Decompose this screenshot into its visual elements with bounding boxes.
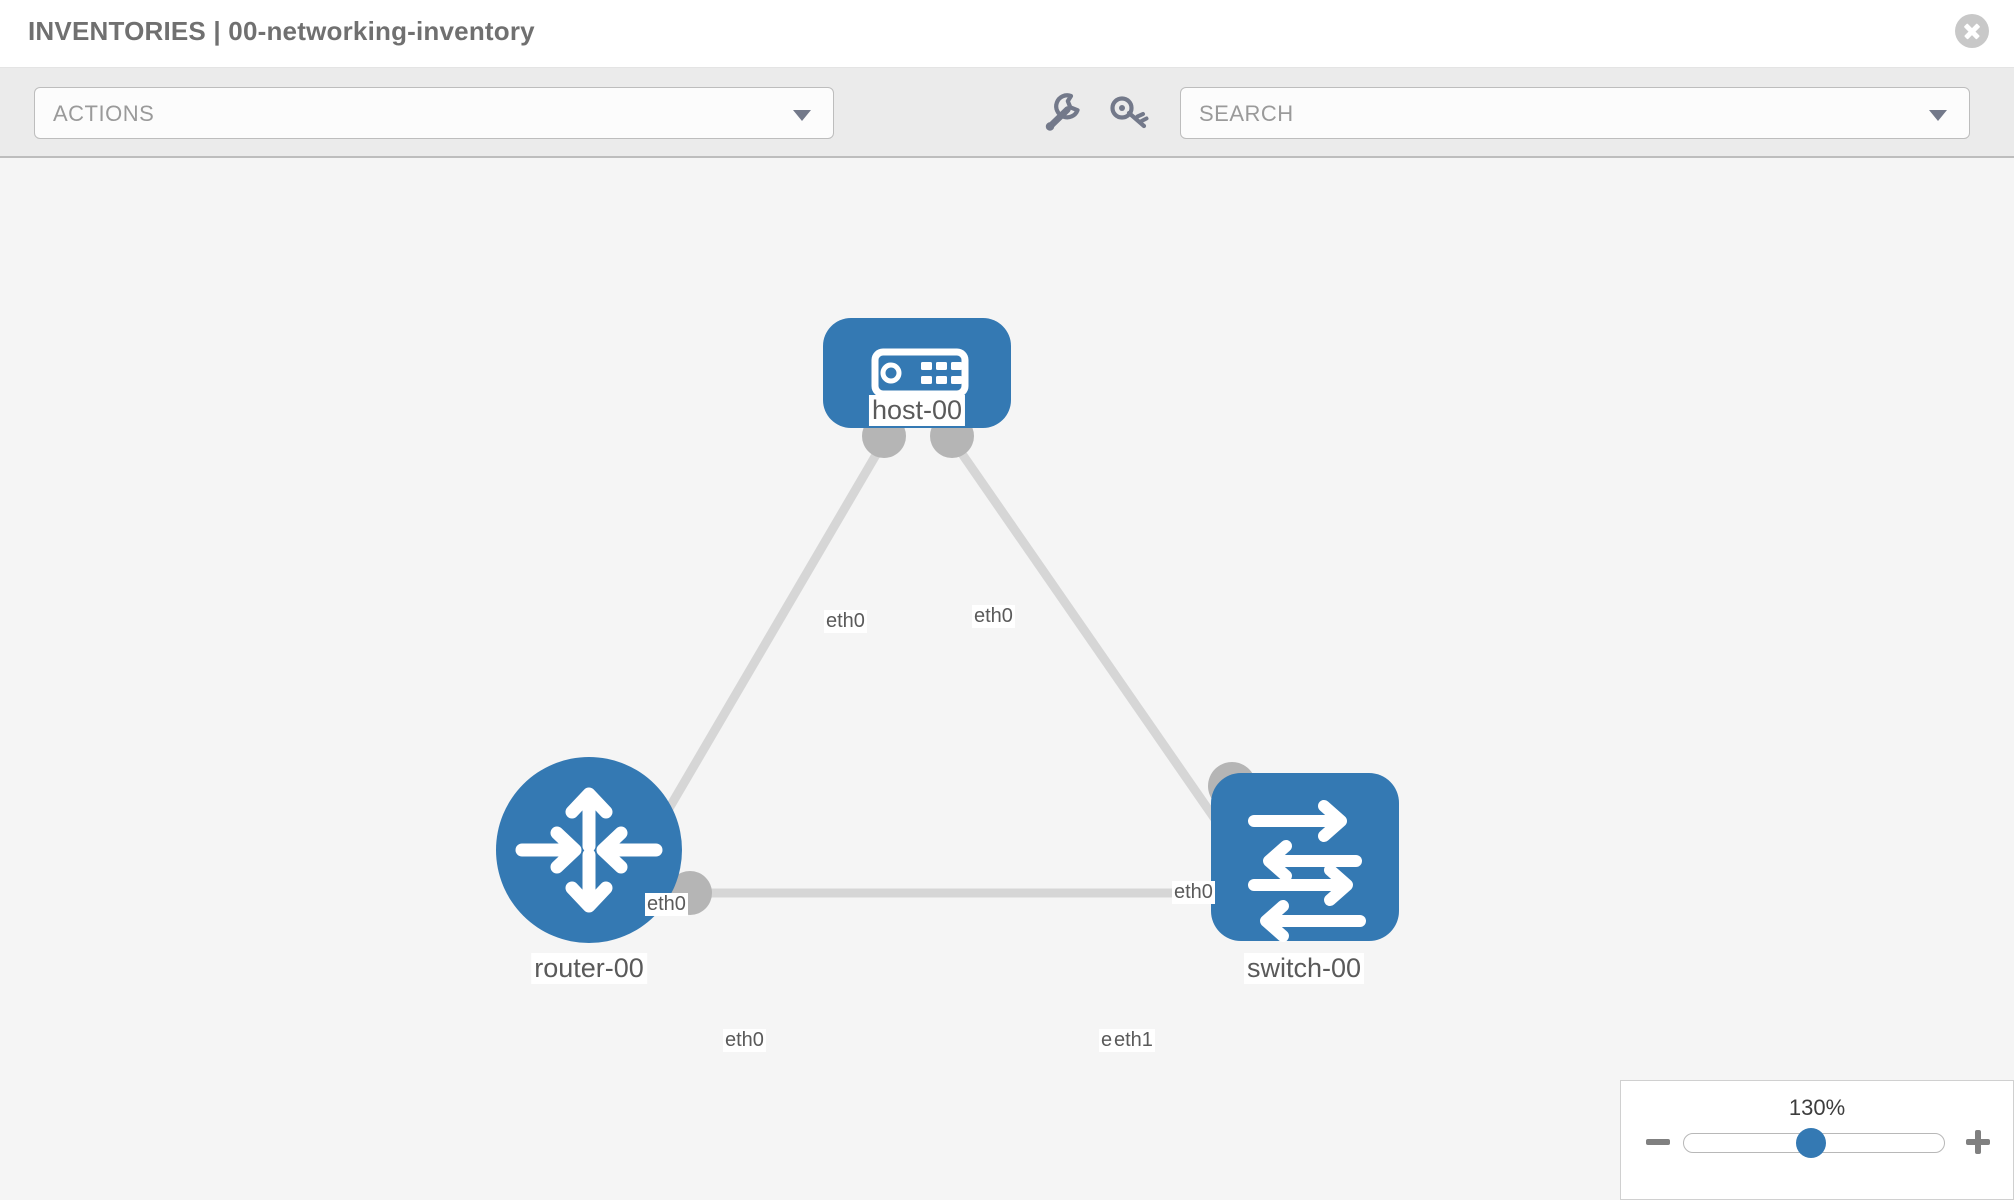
edge-label-router-switch-left: eth0 bbox=[723, 1029, 766, 1052]
node-label-host-00: host-00 bbox=[868, 395, 966, 426]
link-host-switch bbox=[954, 445, 1239, 851]
node-router-00 bbox=[496, 757, 682, 943]
node-label-router-00: router-00 bbox=[531, 953, 647, 984]
zoom-slider-thumb[interactable] bbox=[1796, 1128, 1826, 1158]
page-header: INVENTORIES | 00-networking-inventory bbox=[0, 0, 2014, 68]
topology-canvas[interactable]: host-00 router-00 switch-00 eth0 eth0 et… bbox=[0, 158, 2014, 1200]
edge-label-host-router-near: eth0 bbox=[824, 610, 867, 633]
key-icon[interactable] bbox=[1108, 92, 1152, 134]
page-title: INVENTORIES | 00-networking-inventory bbox=[28, 16, 535, 46]
plus-icon[interactable] bbox=[1963, 1127, 1993, 1157]
node-label-switch-00: switch-00 bbox=[1243, 953, 1365, 984]
topology-links bbox=[636, 445, 1239, 898]
minus-icon[interactable] bbox=[1643, 1127, 1673, 1157]
search-input[interactable]: SEARCH bbox=[1180, 87, 1970, 139]
chevron-down-icon[interactable] bbox=[1929, 110, 1947, 121]
topology-svg bbox=[496, 318, 1399, 943]
chevron-down-icon bbox=[793, 110, 811, 121]
wrench-icon[interactable] bbox=[1040, 92, 1084, 134]
node-switch-00 bbox=[1211, 773, 1399, 942]
server-icon bbox=[871, 348, 969, 398]
router-arrows-icon bbox=[515, 787, 663, 913]
edge-label-switch-host: eth0 bbox=[1172, 881, 1215, 904]
link-host-router bbox=[636, 445, 884, 861]
edge-label-switch-router-eth1: eth1 bbox=[1112, 1029, 1155, 1052]
actions-dropdown-label: ACTIONS bbox=[53, 101, 155, 126]
toolbar: ACTIONS SEARCH bbox=[0, 68, 2014, 158]
close-icon[interactable] bbox=[1955, 14, 1989, 48]
switch-arrows-icon bbox=[1248, 800, 1366, 942]
zoom-slider[interactable] bbox=[1683, 1128, 1945, 1158]
edge-label-host-switch-near: eth0 bbox=[972, 605, 1015, 628]
zoom-control: 130% bbox=[1620, 1080, 2014, 1200]
edge-label-router-host: eth0 bbox=[645, 893, 688, 916]
zoom-percent-label: 130% bbox=[1788, 1095, 1846, 1120]
actions-dropdown[interactable]: ACTIONS bbox=[34, 87, 834, 139]
search-placeholder: SEARCH bbox=[1199, 101, 1294, 126]
